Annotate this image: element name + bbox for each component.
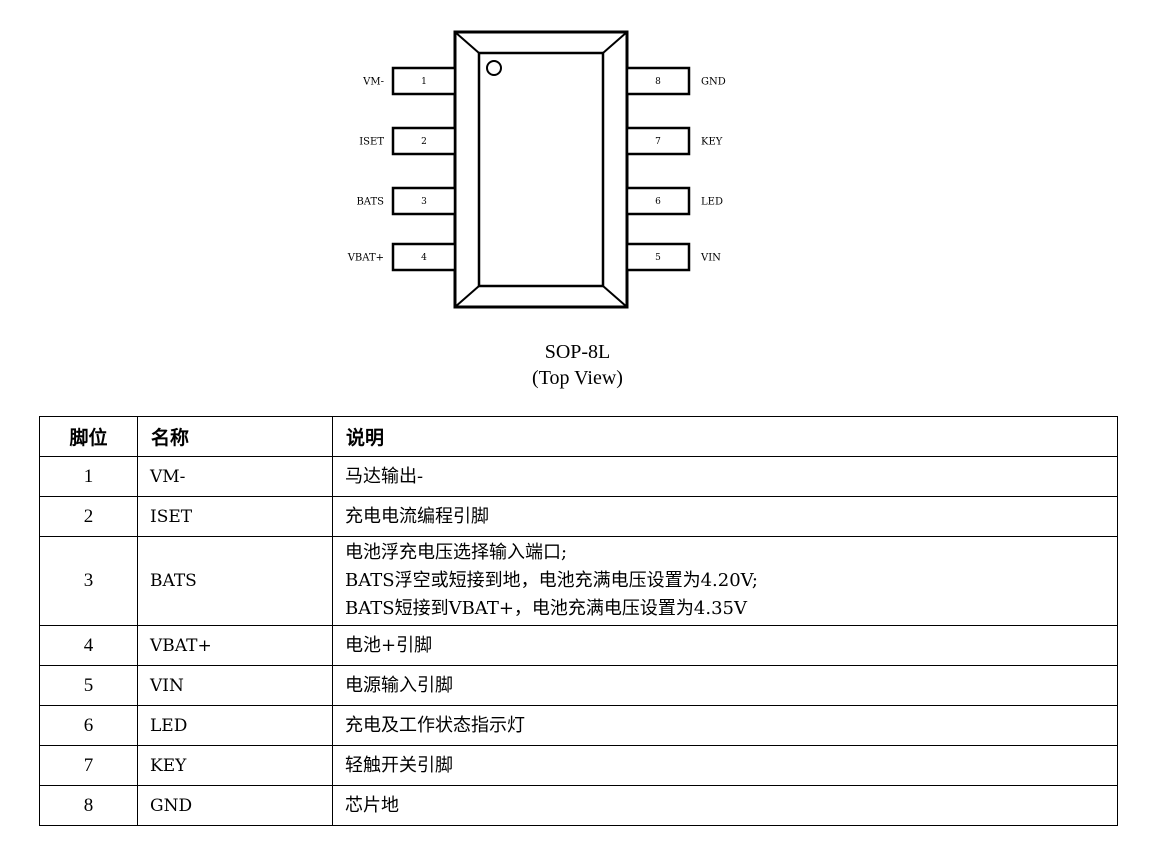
pin-lead (391, 126, 457, 156)
cell-pin-name: ISET (137, 496, 333, 537)
cell-description: 轻触开关引脚 (332, 745, 1118, 786)
table-header-row: 脚位 名称 说明 (39, 416, 1118, 457)
pin-label: LED (701, 197, 723, 208)
cell-pin-number: 2 (39, 496, 138, 537)
cell-description: 芯片地 (332, 785, 1118, 826)
cell-pin-name: KEY (137, 745, 333, 786)
pin-label: KEY (701, 137, 723, 148)
pin-number: 7 (655, 137, 661, 147)
header-pin: 脚位 (39, 416, 138, 457)
pin-3: 3 BATS (356, 186, 457, 216)
description-line: 充电电流编程引脚 (345, 505, 489, 527)
cell-pin-number: 1 (39, 456, 138, 497)
right-pin-group: 8 GND 7 KEY 6 LED 5 VIN (625, 66, 726, 272)
pin-lead (391, 242, 457, 272)
pin-lead (625, 242, 691, 272)
cell-pin-name: VIN (137, 665, 333, 706)
pin-lead (391, 186, 457, 216)
description-line: 电池浮充电压选择输入端口; (345, 542, 568, 563)
package-name: SOP-8L (544, 341, 611, 363)
chip-package-diagram: 1 VM- 2 ISET 3 BATS 4 VBAT+ 8 GND 7 KEY 6 LED 5 VIN (347, 30, 726, 309)
view-label: (Top View) (532, 367, 623, 389)
pin-label: GND (701, 77, 726, 88)
pin-lead (391, 66, 457, 96)
package-body (453, 30, 629, 309)
cell-pin-name: VM- (137, 456, 333, 497)
cell-pin-name: GND (137, 785, 333, 826)
pin-number: 4 (421, 253, 427, 263)
pin-number: 6 (655, 197, 661, 207)
pin-lead (625, 186, 691, 216)
description-line: 马达输出- (345, 465, 424, 487)
description-line: 电池+引脚 (345, 634, 433, 656)
pin-number: 2 (421, 137, 427, 147)
cell-pin-name: LED (137, 705, 333, 746)
pin-number: 8 (655, 77, 661, 87)
cell-pin-number: 4 (39, 625, 138, 666)
description-line: 电源输入引脚 (345, 674, 453, 696)
pin-8: 8 GND (625, 66, 726, 96)
pin-label: BATS (356, 197, 384, 208)
cell-description: 电池+引脚 (332, 625, 1118, 666)
cell-description: 马达输出- (332, 456, 1118, 497)
header-name: 名称 (137, 416, 333, 457)
pin-label: VBAT+ (347, 253, 384, 264)
pin-lead (625, 66, 691, 96)
cell-description: 电源输入引脚 (332, 665, 1118, 706)
cell-pin-name: VBAT+ (137, 625, 333, 666)
description-line: BATS浮空或短接到地，电池充满电压设置为4.20V; (345, 570, 758, 591)
description-line: BATS短接到VBAT+，电池充满电压设置为4.35V (345, 598, 747, 619)
cell-pin-number: 5 (39, 665, 138, 706)
pin-1: 1 VM- (362, 66, 457, 96)
cell-pin-number: 3 (39, 536, 138, 626)
description-line: 芯片地 (345, 794, 399, 816)
cell-pin-number: 8 (39, 785, 138, 826)
pin-label: VIN (700, 253, 721, 264)
pin-5: 5 VIN (625, 242, 721, 272)
pin-number: 5 (655, 253, 661, 263)
header-desc: 说明 (332, 416, 1118, 457)
cell-pin-number: 6 (39, 705, 138, 746)
pin-6: 6 LED (625, 186, 723, 216)
pin-7: 7 KEY (625, 126, 723, 156)
cell-description: 充电电流编程引脚 (332, 496, 1118, 537)
pin1-marker (486, 60, 502, 76)
pin-number: 3 (421, 197, 427, 207)
cell-description: 电池浮充电压选择输入端口; BATS浮空或短接到地，电池充满电压设置为4.20V;… (332, 536, 1118, 626)
pin-2: 2 ISET (359, 126, 457, 156)
description-line: 充电及工作状态指示灯 (345, 714, 525, 736)
pin-number: 1 (421, 77, 427, 87)
cell-pin-number: 7 (39, 745, 138, 786)
cell-description: 充电及工作状态指示灯 (332, 705, 1118, 746)
description-line: 轻触开关引脚 (345, 754, 453, 776)
pin-label: ISET (359, 137, 384, 148)
pin-lead (625, 126, 691, 156)
cell-pin-name: BATS (137, 536, 333, 626)
pin-4: 4 VBAT+ (347, 242, 457, 272)
left-pin-group: 1 VM- 2 ISET 3 BATS 4 VBAT+ (347, 66, 457, 272)
pin-label: VM- (362, 77, 384, 88)
